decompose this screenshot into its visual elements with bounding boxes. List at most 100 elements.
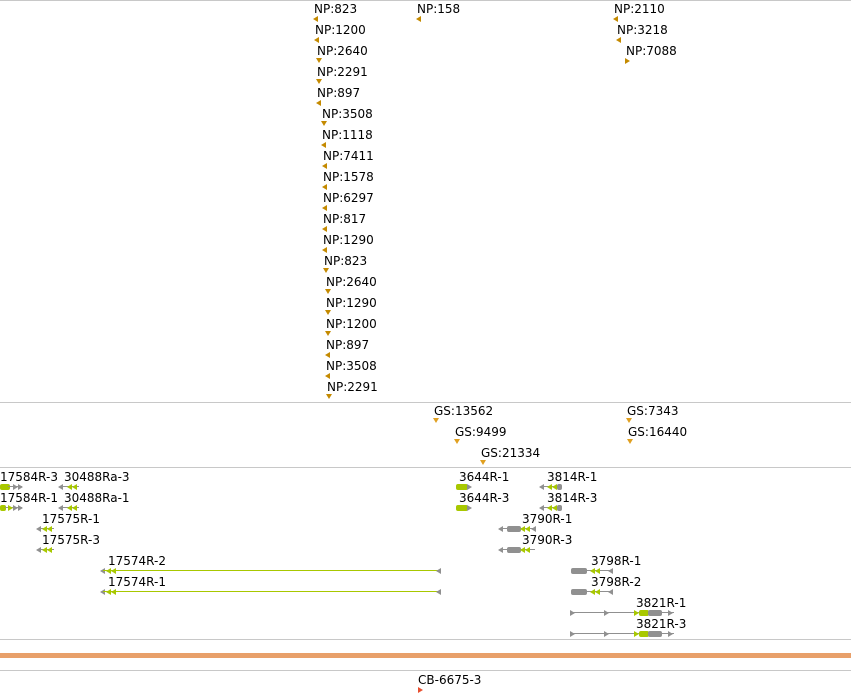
np-feature-label[interactable]: NP:2640	[326, 275, 377, 289]
np-feature-label[interactable]: NP:1290	[326, 296, 377, 310]
np-feature-marker[interactable]	[325, 310, 331, 315]
transcript-glyph[interactable]	[36, 525, 56, 533]
transcript-label[interactable]: 3790R-3	[522, 533, 573, 547]
np-feature-marker[interactable]	[316, 58, 322, 63]
np-feature-label[interactable]: NP:7411	[323, 149, 374, 163]
np-feature-marker[interactable]	[322, 184, 327, 190]
np-feature-label[interactable]: NP:1118	[322, 128, 373, 142]
transcript-label[interactable]: 3644R-1	[459, 470, 510, 484]
transcript-glyph[interactable]	[58, 504, 82, 512]
np-feature-marker[interactable]	[313, 16, 318, 22]
np-feature-marker[interactable]	[314, 37, 319, 43]
transcript-glyph[interactable]	[58, 483, 82, 491]
np-feature-label[interactable]: NP:3218	[617, 23, 668, 37]
np-feature-marker[interactable]	[616, 37, 621, 43]
exon-utr	[668, 610, 673, 616]
np-feature-marker[interactable]	[625, 58, 630, 64]
transcript-glyph[interactable]	[0, 483, 24, 491]
np-feature-label[interactable]: NP:158	[417, 2, 461, 16]
transcript-label[interactable]: 3821R-1	[636, 596, 687, 610]
transcript-label[interactable]: 17584R-3	[0, 470, 58, 484]
np-feature-marker[interactable]	[316, 79, 322, 84]
exon-coding	[456, 484, 468, 490]
np-feature-marker[interactable]	[416, 16, 421, 22]
transcript-label[interactable]: 3790R-1	[522, 512, 573, 526]
transcript-glyph[interactable]	[571, 588, 615, 596]
gs-feature-marker[interactable]	[627, 439, 633, 444]
transcript-label[interactable]: 30488Ra-3	[64, 470, 130, 484]
gs-feature-label[interactable]: GS:13562	[434, 404, 494, 418]
gs-feature-label[interactable]: GS:9499	[455, 425, 507, 439]
transcript-glyph[interactable]	[0, 504, 24, 512]
transcript-label[interactable]: 3798R-1	[591, 554, 642, 568]
cb-feature-marker[interactable]	[418, 687, 423, 693]
transcript-glyph[interactable]	[36, 546, 56, 554]
np-feature-label[interactable]: NP:1578	[323, 170, 374, 184]
gs-feature-marker[interactable]	[454, 439, 460, 444]
np-feature-label[interactable]: NP:897	[326, 338, 370, 352]
transcript-label[interactable]: 17584R-1	[0, 491, 58, 505]
np-feature-label[interactable]: NP:7088	[626, 44, 677, 58]
transcript-glyph[interactable]	[100, 588, 443, 596]
np-feature-label[interactable]: NP:2640	[317, 44, 368, 58]
np-feature-marker[interactable]	[613, 16, 618, 22]
np-feature-label[interactable]: NP:2110	[614, 2, 665, 16]
np-feature-label[interactable]: NP:1200	[326, 317, 377, 331]
np-feature-marker[interactable]	[322, 247, 327, 253]
transcript-glyph[interactable]	[570, 630, 678, 638]
intron-line	[103, 570, 439, 571]
np-feature-marker[interactable]	[326, 394, 332, 399]
transcript-label[interactable]: 3814R-1	[547, 470, 598, 484]
np-feature-label[interactable]: NP:2291	[317, 65, 368, 79]
transcript-glyph[interactable]	[100, 567, 443, 575]
gs-feature-marker[interactable]	[626, 418, 632, 423]
np-feature-marker[interactable]	[316, 100, 321, 106]
np-feature-marker[interactable]	[325, 373, 330, 379]
transcript-glyph[interactable]	[539, 504, 563, 512]
transcript-label[interactable]: 17574R-2	[108, 554, 166, 568]
np-feature-label[interactable]: NP:817	[323, 212, 367, 226]
transcript-label[interactable]: 3814R-3	[547, 491, 598, 505]
exon-utr	[608, 589, 613, 595]
sequence-ruler[interactable]	[0, 653, 851, 658]
transcript-label[interactable]: 17574R-1	[108, 575, 166, 589]
np-feature-marker[interactable]	[323, 268, 329, 273]
transcript-glyph[interactable]	[570, 609, 678, 617]
np-feature-label[interactable]: NP:1200	[315, 23, 366, 37]
np-feature-marker[interactable]	[325, 331, 331, 336]
np-feature-marker[interactable]	[325, 352, 330, 358]
np-feature-label[interactable]: NP:2291	[327, 380, 378, 394]
gs-feature-label[interactable]: GS:21334	[481, 446, 541, 460]
np-feature-label[interactable]: NP:1290	[323, 233, 374, 247]
np-feature-label[interactable]: NP:6297	[323, 191, 374, 205]
np-feature-label[interactable]: NP:823	[314, 2, 358, 16]
transcript-label[interactable]: 17575R-3	[42, 533, 100, 547]
transcript-label[interactable]: 3821R-3	[636, 617, 687, 631]
transcript-glyph[interactable]	[539, 483, 563, 491]
gs-feature-marker[interactable]	[480, 460, 486, 465]
np-feature-label[interactable]: NP:3508	[322, 107, 373, 121]
transcript-glyph[interactable]	[456, 504, 474, 512]
np-feature-marker[interactable]	[325, 289, 331, 294]
gs-feature-marker[interactable]	[433, 418, 439, 423]
gs-feature-label[interactable]: GS:16440	[628, 425, 688, 439]
transcript-label[interactable]: 3644R-3	[459, 491, 510, 505]
transcript-glyph[interactable]	[571, 567, 615, 575]
np-feature-label[interactable]: NP:3508	[326, 359, 377, 373]
np-feature-marker[interactable]	[321, 142, 326, 148]
transcript-glyph[interactable]	[456, 483, 474, 491]
transcript-label[interactable]: 17575R-1	[42, 512, 100, 526]
transcript-label[interactable]: 3798R-2	[591, 575, 642, 589]
cb-feature-label[interactable]: CB-6675-3	[418, 673, 482, 687]
np-feature-label[interactable]: NP:823	[324, 254, 368, 268]
np-feature-marker[interactable]	[322, 226, 327, 232]
exon-utr	[100, 568, 105, 574]
transcript-glyph[interactable]	[498, 525, 538, 533]
np-feature-marker[interactable]	[322, 205, 327, 211]
np-feature-label[interactable]: NP:897	[317, 86, 361, 100]
transcript-glyph[interactable]	[498, 546, 538, 554]
gs-feature-label[interactable]: GS:7343	[627, 404, 679, 418]
transcript-label[interactable]: 30488Ra-1	[64, 491, 130, 505]
np-feature-marker[interactable]	[322, 163, 327, 169]
np-feature-marker[interactable]	[321, 121, 327, 126]
